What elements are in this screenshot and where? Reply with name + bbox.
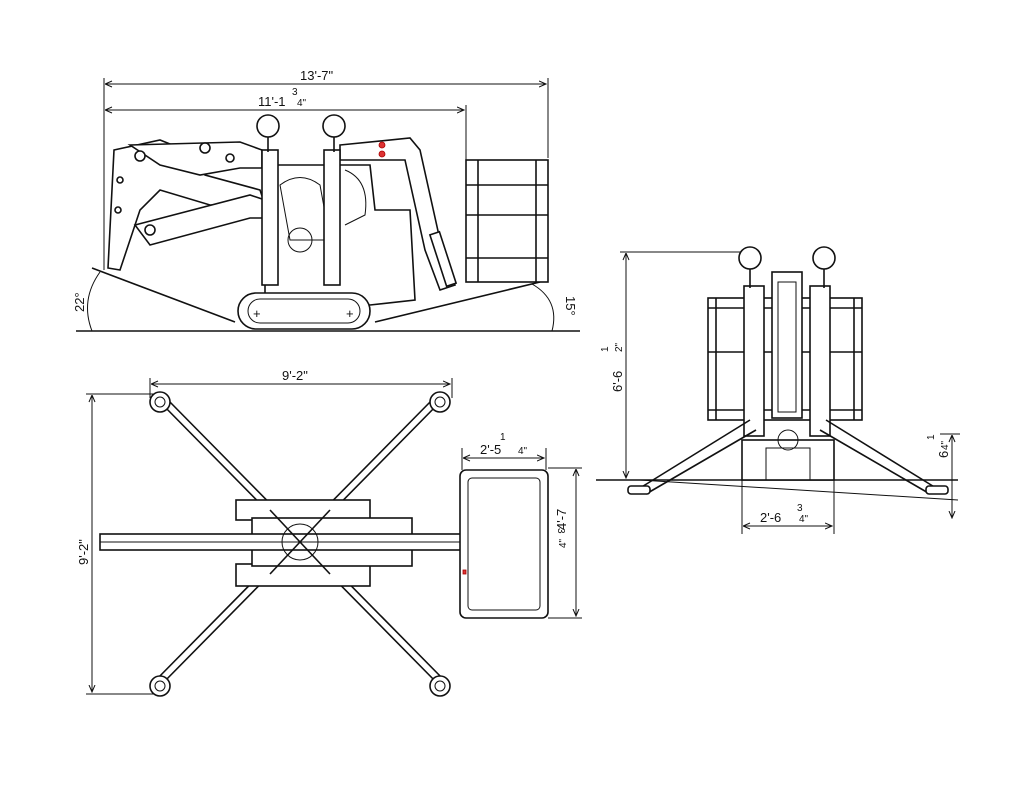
pad-bottom-left-inner (154, 680, 166, 692)
front-chassis-inner (765, 447, 811, 481)
side-outrigger-knob-right (322, 114, 346, 138)
boom-cylinder (428, 230, 458, 288)
front-height-label: 6'-6 (610, 371, 625, 392)
clearance-frac-num: 1 (926, 434, 937, 440)
overall-length-label: 13'-7" (300, 68, 334, 83)
pad-bottom-right-inner (434, 680, 446, 692)
inner-length-fraction-den: 4" (297, 98, 307, 109)
front-splay-right-2 (819, 429, 931, 495)
boom-pin-3 (225, 153, 235, 163)
pad-top-left-inner (154, 396, 166, 408)
red-indicator-2 (378, 150, 386, 158)
inner-length-label: 11'-1 (258, 94, 286, 109)
boom-pin-4 (144, 224, 156, 236)
front-chassis-hub (777, 429, 799, 451)
side-outrigger-knob-left (256, 114, 280, 138)
front-height-frac-den: 2" (614, 342, 625, 352)
top-hub-cross-2 (269, 509, 331, 575)
top-depth-label: 9'-2" (76, 539, 91, 565)
top-basket-inner (467, 477, 541, 611)
boom-pin-6 (114, 206, 122, 214)
side-view: 13'-7" 3 11'-1 4" 22° 15° (72, 68, 580, 332)
basket-width-label: 2'-5 (480, 442, 501, 457)
boom-pin-2 (199, 142, 211, 154)
pad-top-right-inner (434, 396, 446, 408)
top-track-lower (235, 563, 371, 587)
front-knob-left (738, 246, 762, 270)
top-basket (459, 469, 549, 619)
basket-width-frac-num: 1 (500, 432, 506, 443)
front-boom-column (771, 271, 803, 419)
front-pad-left (627, 485, 651, 495)
right-angle-label: 15° (563, 296, 578, 316)
boom-pin-1 (134, 150, 146, 162)
clearance-frac-den: 4" (940, 440, 951, 450)
top-view: 9'-2" 9'-2" (76, 368, 582, 697)
track-width-frac-den: 4" (799, 514, 809, 525)
top-span-label: 9'-2" (282, 368, 308, 383)
pad-bottom-left (149, 675, 171, 697)
front-chassis (741, 439, 835, 481)
red-indicator-1 (378, 141, 386, 149)
front-height-frac-num: 1 (600, 346, 611, 352)
side-basket (465, 159, 549, 283)
front-boom-inner (777, 281, 797, 413)
front-splay-left-2 (645, 429, 757, 495)
chassis-turret (344, 169, 367, 226)
front-pad-right (925, 485, 949, 495)
track-mark-right: + (346, 306, 354, 321)
pad-bottom-right (429, 675, 451, 697)
left-angle-arc (87, 271, 101, 332)
track-mark-left: + (253, 306, 261, 321)
left-angle-label: 22° (72, 292, 87, 312)
side-track (237, 292, 371, 330)
side-outrigger-right (323, 149, 341, 286)
track-width-label: 2'-6 (760, 510, 781, 525)
front-ground-slant (639, 479, 959, 501)
front-splay-right-1 (825, 419, 937, 489)
basket-depth-frac-num: 3 (555, 528, 566, 534)
upper-boom (339, 137, 457, 292)
front-leg-left (743, 285, 765, 437)
top-track-upper (235, 499, 371, 521)
front-leg-right (809, 285, 831, 437)
front-splay-left-1 (639, 419, 751, 489)
left-ramp-line (91, 267, 236, 323)
front-view: 1 6'-6 2" 1 6 4" 3 2'-6 4" (596, 246, 960, 534)
right-angle-arc (531, 283, 555, 332)
side-track-inner (247, 298, 361, 324)
top-center-hub (281, 523, 319, 561)
inner-length-fraction-num: 3 (292, 87, 298, 98)
basket-depth-label: 4'-7 (554, 509, 569, 530)
track-width-frac-num: 3 (797, 503, 803, 514)
chassis-hub (287, 227, 313, 253)
pad-top-left (149, 391, 171, 413)
basket-width-frac-den: 4" (518, 446, 528, 457)
right-ramp-line (374, 281, 541, 323)
boom-pin-5 (116, 176, 124, 184)
clearance-label: 6 (936, 451, 951, 458)
front-knob-right (812, 246, 836, 270)
boom-arm-link (127, 141, 263, 176)
basket-depth-frac-den: 4" (558, 538, 569, 548)
top-basket-marker (462, 569, 467, 575)
pad-top-right (429, 391, 451, 413)
side-outrigger-left (261, 149, 279, 286)
